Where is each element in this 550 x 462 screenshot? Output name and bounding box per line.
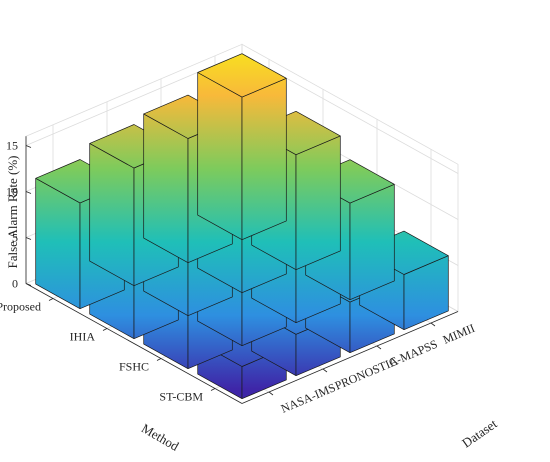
z-tick-mark	[25, 191, 32, 194]
z-tick-mark	[25, 283, 32, 286]
bar-layer	[35, 53, 449, 400]
bar-face-top	[197, 53, 287, 98]
z-tick-label: 5	[12, 231, 18, 245]
method-tick-label: IHIA	[70, 330, 96, 344]
method-tick-label: FSHC	[119, 360, 149, 374]
bar-face-right	[349, 183, 395, 301]
bar-face-right	[295, 135, 341, 271]
dataset-tick-mark	[430, 322, 436, 327]
z-tick-label: 0	[12, 277, 18, 291]
z-axis-label: False Alarm Rate (%)	[5, 156, 20, 269]
method-tick-mark	[102, 328, 108, 331]
bar-face-left	[89, 143, 135, 287]
dataset-tick-mark	[376, 345, 382, 350]
dataset-tick-mark	[322, 368, 328, 373]
dataset-tick-label: NASA-IMS	[279, 380, 338, 416]
bar-face-left	[143, 113, 189, 264]
dataset-tick-label: C-MAPSS	[387, 337, 440, 370]
z-tick-mark	[25, 145, 32, 148]
y-axis-label: Dataset	[459, 416, 500, 451]
z-tick-mark	[25, 237, 32, 240]
dataset-axis-line	[241, 311, 459, 404]
method-tick-label: Proposed	[0, 300, 41, 314]
z-tick-label: 10	[6, 185, 18, 199]
bar-face-left	[197, 72, 243, 241]
dataset-tick-mark	[268, 391, 274, 396]
method-tick-mark	[210, 388, 216, 391]
method-tick-label: ST-CBM	[159, 390, 203, 404]
bar-ST-CBM-MIMII	[197, 53, 287, 241]
z-tick-label: 15	[6, 139, 18, 153]
bar-face-right	[241, 77, 287, 241]
method-tick-mark	[48, 298, 54, 301]
method-tick-mark	[156, 358, 162, 361]
dataset-tick-label: MIMII	[441, 321, 477, 347]
x-axis-label: Method	[139, 420, 182, 453]
method-axis-line	[25, 283, 243, 404]
